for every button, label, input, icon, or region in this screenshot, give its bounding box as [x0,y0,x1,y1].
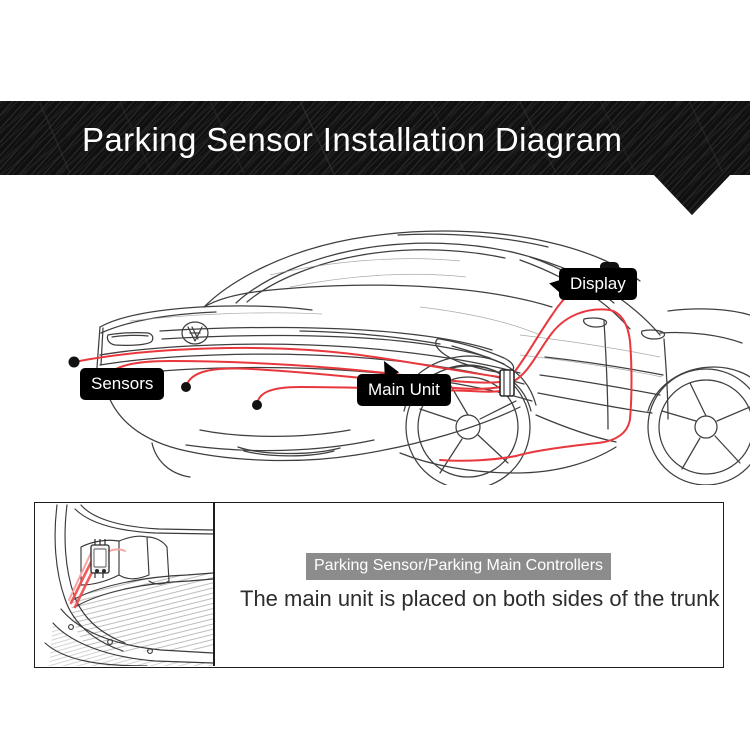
trunk-line-drawing [44,504,213,666]
banner-shape [0,101,750,215]
panel-divider [213,503,215,666]
page-title: Parking Sensor Installation Diagram [82,121,623,158]
subtitle-badge: Parking Sensor/Parking Main Controllers [306,553,612,580]
trunk-interior-illustration [35,503,213,666]
car-line-drawing [68,230,750,485]
callout-sensors[interactable]: Sensors [80,368,165,400]
main-controller-box [90,539,110,578]
bottom-info-panel: Parking Sensor/Parking Main Controllers … [34,502,724,668]
main-unit-box [499,369,515,397]
callout-main-unit[interactable]: Main Unit [357,374,451,406]
callout-display[interactable]: Display [559,268,637,300]
panel-description: The main unit is placed on both sides of… [240,586,720,611]
panel-text-area: Parking Sensor/Parking Main Controllers … [215,503,722,666]
wire-harness [73,269,633,462]
header-banner: Parking Sensor Installation Diagram [0,101,750,215]
car-installation-diagram [0,215,750,485]
